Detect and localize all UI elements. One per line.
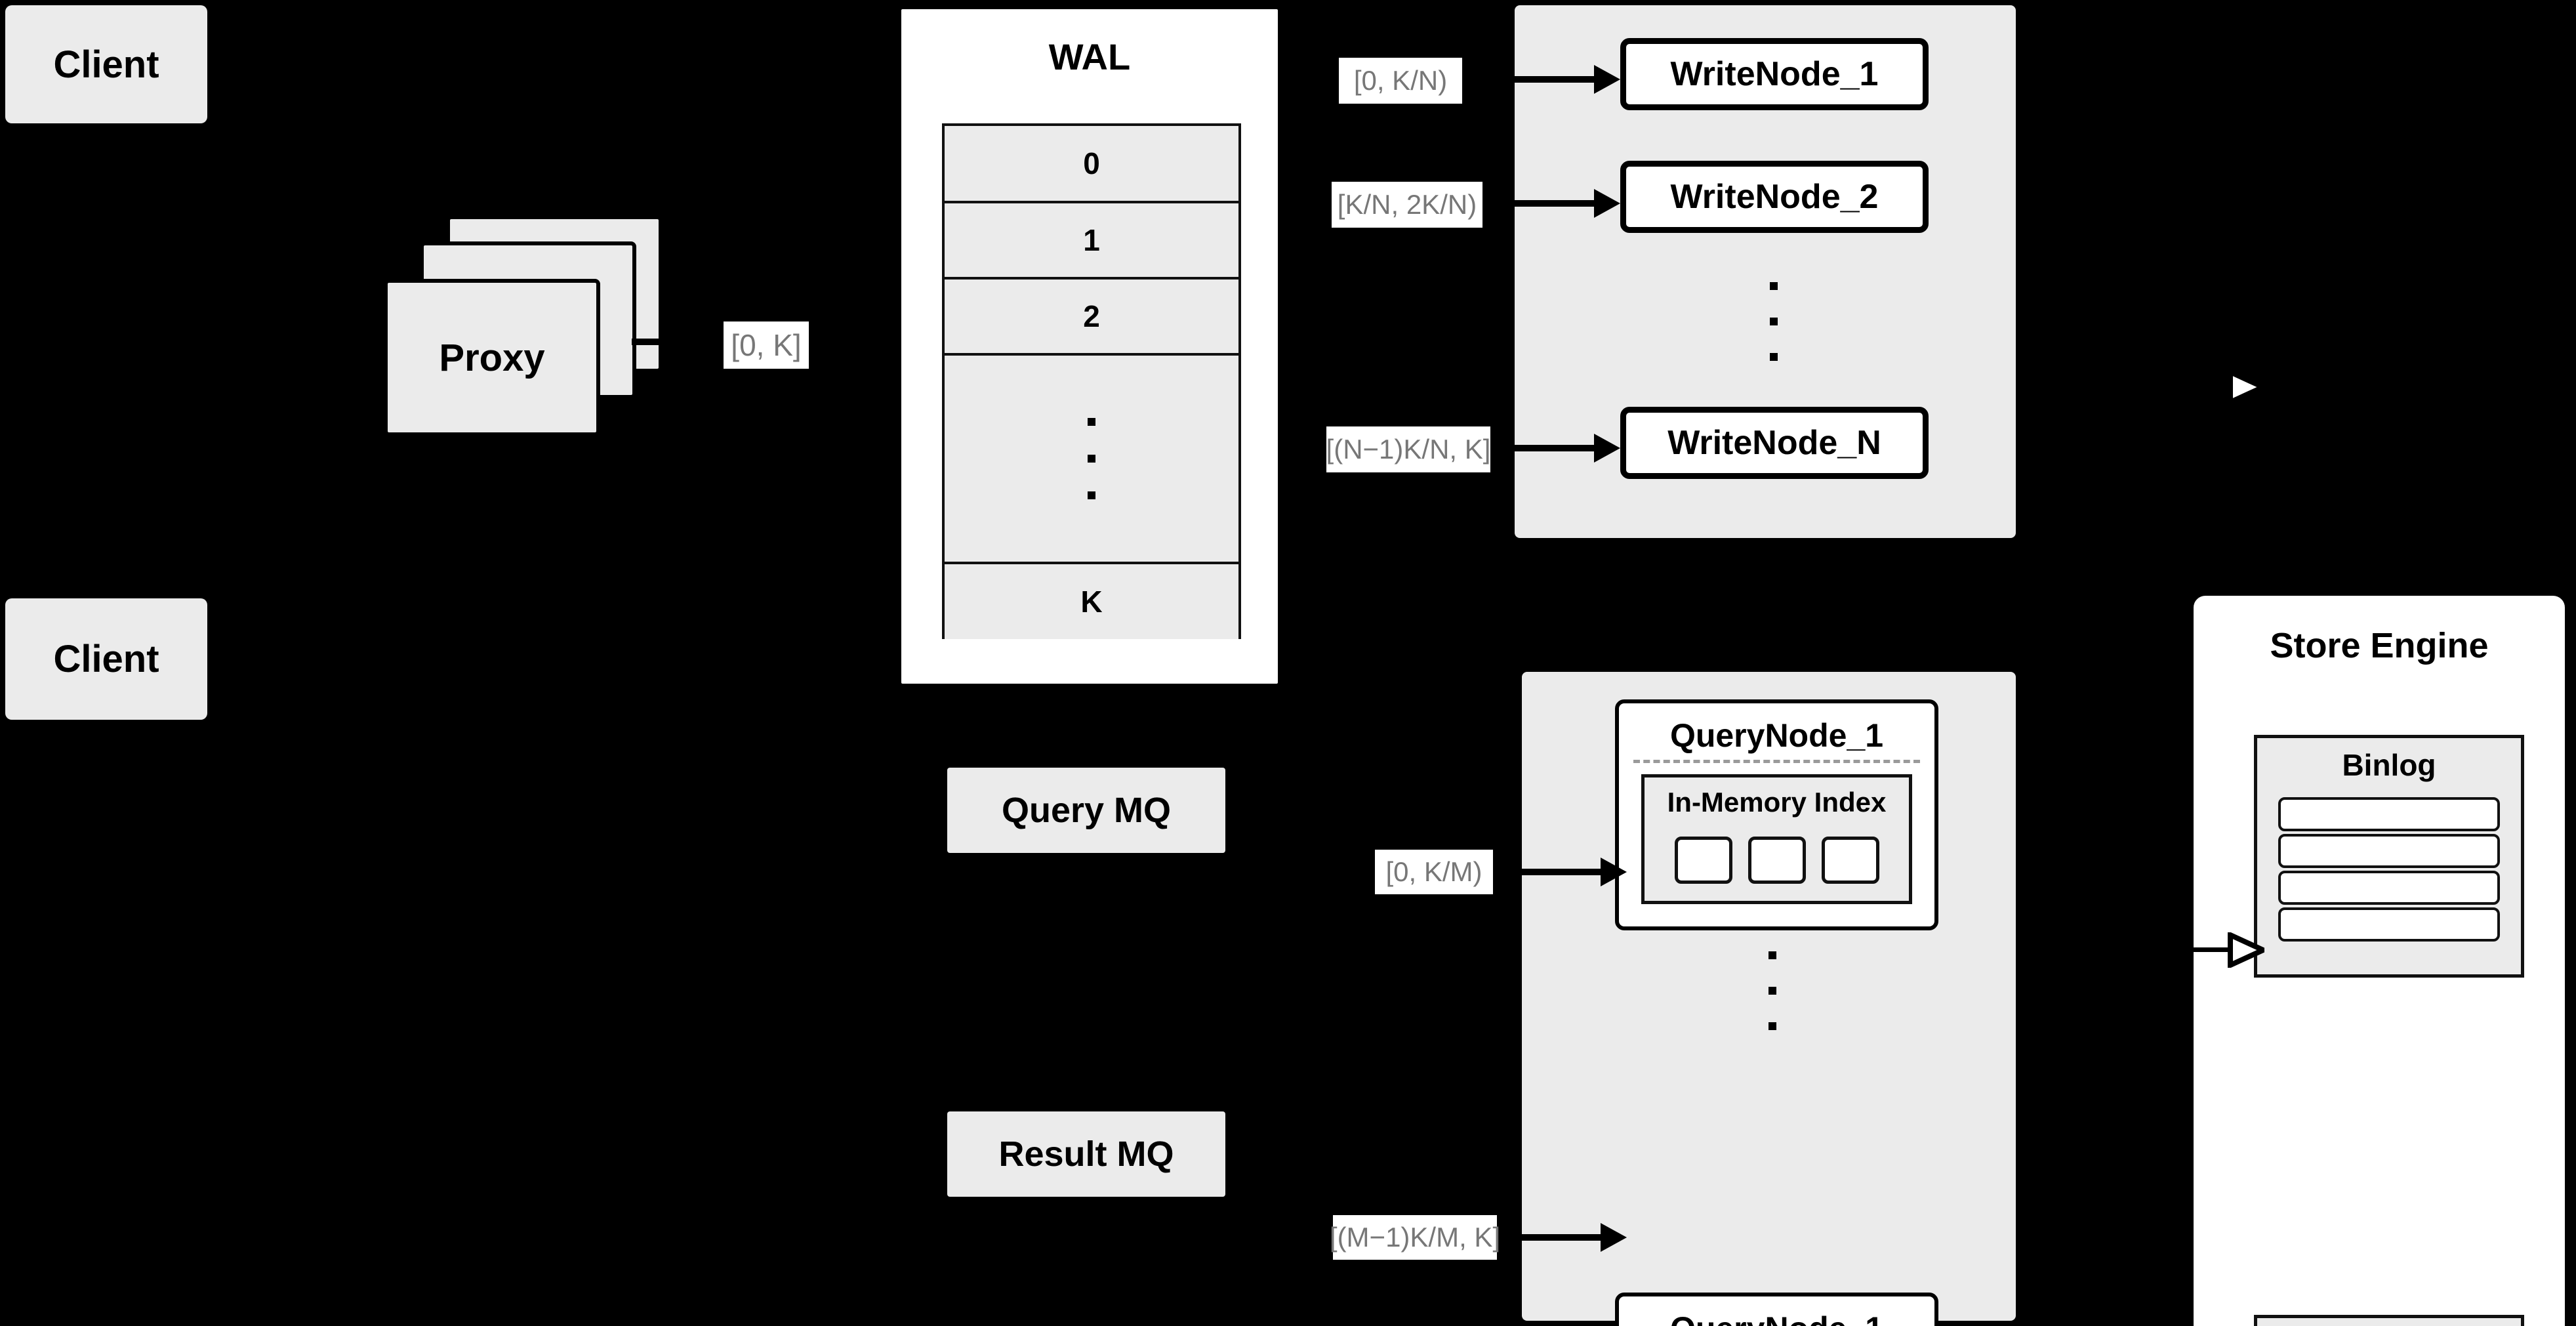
store-engine-card: Store Engine Binlog Index: [2188, 590, 2570, 1326]
wal-entry-ellipsis: [945, 356, 1238, 564]
query-node-1-index-cells: [1645, 837, 1909, 884]
binlog-title: Binlog: [2342, 748, 2436, 782]
wal-entry-2[interactable]: 2: [945, 280, 1238, 356]
write-node-2-arrow-line: [1496, 200, 1607, 207]
query-node-1-range-label: [0, K/M): [1375, 850, 1493, 894]
query-node-2-arrow-head: [1601, 1223, 1627, 1252]
index-inbound-arrow-head-icon: [2228, 932, 2264, 968]
proxy-range-label-text: [0, K]: [731, 328, 802, 362]
index-cell[interactable]: [1748, 837, 1806, 884]
write-node-1-arrow-line: [1496, 76, 1607, 83]
write-node-n-range-label: [(N−1)K/N, K]: [1326, 426, 1490, 472]
index-cell[interactable]: [1674, 837, 1732, 884]
proxy-to-wal-connector: [632, 339, 671, 345]
proxy-range-label: [0, K]: [724, 321, 809, 369]
write-node-1[interactable]: WriteNode_1: [1620, 38, 1929, 110]
query-ellipsis-dot: [1768, 1022, 1776, 1030]
wal-entry-0[interactable]: 0: [945, 126, 1238, 203]
write-ellipsis-dot: [1770, 318, 1778, 325]
binlog-rows: [2278, 797, 2500, 942]
query-node-1-label: QueryNode_1: [1669, 717, 1884, 754]
query-node-1-arrow-line: [1502, 869, 1614, 875]
write-node-1-label: WriteNode_1: [1670, 55, 1879, 93]
proxy-node-label: Proxy: [439, 336, 545, 379]
result-mq-node[interactable]: Result MQ: [947, 1111, 1225, 1197]
write-node-1-range-label: [0, K/N): [1339, 58, 1462, 104]
write-node-2-label: WriteNode_2: [1670, 178, 1879, 216]
wal-title: WAL: [1048, 36, 1131, 77]
binlog-row[interactable]: [2278, 797, 2500, 831]
write-node-2-range-label: [K/N, 2K/N): [1332, 182, 1482, 228]
query-node-2-label: QueryNode_1: [1619, 1310, 1934, 1326]
query-node-1-arrow-head: [1601, 858, 1627, 886]
write-node-ellipsis: [1767, 276, 1780, 367]
client-node-1-label: Client: [53, 43, 159, 86]
binlog-row[interactable]: [2278, 834, 2500, 868]
wal-card: WAL 0 1 2 K: [897, 5, 1282, 688]
wal-entry-1[interactable]: 1: [945, 203, 1238, 280]
query-node-1-in-memory-index-title: In-Memory Index: [1667, 787, 1887, 818]
query-node-2-arrow-line: [1502, 1234, 1614, 1241]
query-mq-label: Query MQ: [1001, 791, 1172, 830]
binlog-row[interactable]: [2278, 871, 2500, 905]
query-mq-node[interactable]: Query MQ: [947, 768, 1225, 853]
write-node-n-label: WriteNode_N: [1667, 424, 1881, 462]
index-cell[interactable]: [1821, 837, 1879, 884]
wal-ellipsis-dot: [1088, 491, 1095, 499]
query-ellipsis-dot: [1768, 987, 1776, 995]
write-node-2-arrow-head: [1594, 189, 1620, 218]
binlog-panel: Binlog: [2254, 735, 2524, 978]
write-node-2[interactable]: WriteNode_2: [1620, 161, 1929, 233]
binlog-row[interactable]: [2278, 907, 2500, 942]
client-node-1[interactable]: Client: [5, 5, 207, 123]
result-mq-label: Result MQ: [998, 1134, 1174, 1174]
query-node-ellipsis: [1766, 945, 1779, 1037]
wal-entry-list: 0 1 2 K: [942, 123, 1241, 639]
wal-ellipsis-dot: [1088, 455, 1095, 463]
index-panel: Index: [2254, 1315, 2524, 1326]
write-node-n[interactable]: WriteNode_N: [1620, 407, 1929, 479]
binlog-inbound-arrow-line: [2175, 384, 2234, 389]
query-node-1-divider: [1633, 760, 1920, 763]
query-node-1-in-memory-index: In-Memory Index: [1641, 774, 1912, 904]
wal-ellipsis-dot: [1088, 418, 1095, 426]
store-engine-title: Store Engine: [2270, 626, 2489, 665]
write-node-1-arrow-head: [1594, 65, 1620, 94]
client-node-2[interactable]: Client: [5, 598, 207, 720]
proxy-node[interactable]: Proxy: [384, 279, 600, 436]
write-node-n-arrow-line: [1496, 445, 1607, 451]
client-node-2-label: Client: [53, 638, 159, 680]
query-node-2-range-label: [(M−1)K/M, K]: [1330, 1215, 1500, 1260]
wal-entry-k[interactable]: K: [945, 564, 1238, 639]
query-node-2[interactable]: QueryNode_1 In-Memory Index: [1615, 1293, 1938, 1326]
query-ellipsis-dot: [1768, 951, 1776, 959]
binlog-inbound-arrow-head-icon: [2228, 369, 2264, 405]
write-ellipsis-dot: [1770, 282, 1778, 290]
index-inbound-arrow-line: [2175, 947, 2234, 952]
write-ellipsis-dot: [1770, 353, 1778, 361]
write-node-n-arrow-head: [1594, 434, 1620, 463]
query-node-1[interactable]: QueryNode_1 In-Memory Index: [1615, 699, 1938, 930]
